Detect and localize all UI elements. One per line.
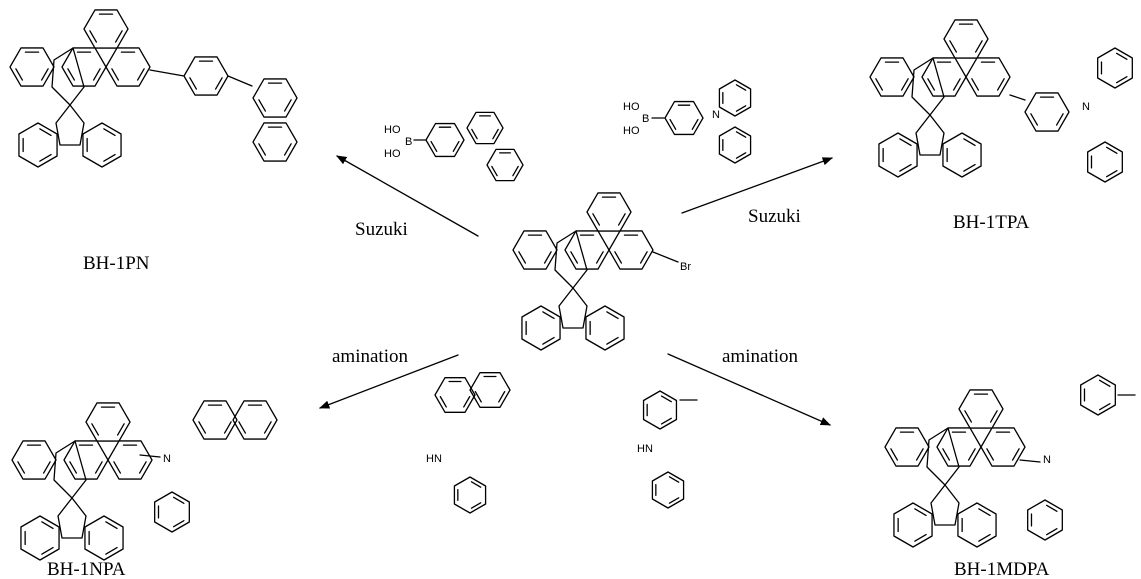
bh1mdpa-ring-center xyxy=(936,427,982,467)
boronic-ring-1 xyxy=(425,122,465,158)
amine-naph-a xyxy=(434,377,476,413)
amine-phenyl xyxy=(453,476,487,514)
atom-label-n-tpa: N xyxy=(1082,101,1090,113)
core-center-five-ring-bottom xyxy=(558,287,588,329)
bh1mdpa-ring-right xyxy=(980,427,1026,467)
boronic-ring-3 xyxy=(486,148,524,182)
amine-naph-b xyxy=(469,372,511,408)
bh1pn-bond-phenyl-naph xyxy=(227,75,253,87)
arrow-to-bh-1mdpa xyxy=(667,353,831,426)
reaction-label-suzuki-left: Suzuki xyxy=(355,219,408,240)
amine-phenyl-2 xyxy=(651,471,685,509)
bh1mdpa-five-ring-bottom xyxy=(930,484,960,526)
bh1pn-ring-bottom-right xyxy=(82,122,122,168)
arrow-to-bh-1tpa xyxy=(681,157,833,214)
reaction-label-suzuki-right: Suzuki xyxy=(748,206,801,227)
bh1tpa-ring-phenyl xyxy=(1024,92,1070,132)
core-center-ring-bottom-left xyxy=(521,305,561,351)
bh1mdpa-ring-tolyl xyxy=(1080,374,1116,416)
bh1npa-ring-left xyxy=(11,440,57,480)
bh1mdpa-ring-bottom-right xyxy=(957,502,997,548)
amine-tolyl xyxy=(642,390,678,430)
bh1tpa-ring-center xyxy=(921,57,967,97)
bh1pn-ring-bottom-left xyxy=(18,122,58,168)
core-center-ring-left xyxy=(512,230,558,270)
bh1tpa-ring-n-bottom xyxy=(1087,141,1123,183)
reaction-label-amination-right: amination xyxy=(722,346,798,367)
arrow-to-bh-1pn xyxy=(336,155,479,237)
core-center-ring-right xyxy=(608,230,654,270)
core-center-ring-center xyxy=(564,230,610,270)
bh1npa-ring-phenyl xyxy=(154,491,190,533)
bh1pn-ring-naph-a xyxy=(252,78,298,118)
boronic2-ring-3 xyxy=(718,126,752,164)
bh1tpa-five-ring-bottom xyxy=(915,114,945,156)
bh1tpa-ring-n-top xyxy=(1097,47,1133,89)
bh1pn-five-ring-bottom xyxy=(55,104,85,146)
core-center-ring-bottom-right xyxy=(585,305,625,351)
atom-label-hn-tolyl: HN xyxy=(637,443,653,455)
compound-name-bh-1mdpa: BH-1MDPA xyxy=(954,559,1050,579)
bh1tpa-ring-bottom-right xyxy=(942,132,982,178)
bh1mdpa-ring-left xyxy=(884,427,930,467)
bh1tpa-ring-left xyxy=(869,57,915,97)
boronic-ring-2 xyxy=(466,111,504,145)
bh1pn-ring-benzo-top xyxy=(83,9,129,49)
boronic2-ring-2 xyxy=(718,79,752,117)
compound-name-bh-1pn: BH-1PN xyxy=(83,253,150,274)
bh1npa-ring-center xyxy=(63,440,109,480)
bh1npa-ring-bottom-left xyxy=(20,515,60,561)
bh1pn-bond-core-phenyl xyxy=(149,69,185,77)
atom-label-hn-naphthyl: HN xyxy=(426,453,442,465)
bh1pn-ring-phenyl xyxy=(183,56,229,96)
bh1pn-ring-left xyxy=(9,47,55,87)
bh1tpa-bond-core-phenyl xyxy=(1009,94,1026,101)
bh1tpa-five-ring-top xyxy=(911,57,945,116)
atom-label-b: B xyxy=(405,136,412,148)
compound-name-bh-1tpa: BH-1TPA xyxy=(953,212,1030,233)
reaction-label-amination-left: amination xyxy=(332,346,408,367)
bh1tpa-ring-bottom-left xyxy=(878,132,918,178)
bh1mdpa-ring-bottom-left xyxy=(893,502,933,548)
bh1npa-ring-naph-a xyxy=(192,400,238,440)
bh1npa-ring-benzo-top xyxy=(85,402,131,442)
bh1tpa-ring-right xyxy=(965,57,1011,97)
bh1npa-ring-right xyxy=(107,440,153,480)
bh1pn-ring-naph-b xyxy=(252,122,298,162)
bh1tpa-ring-benzo-top xyxy=(943,19,989,59)
bh1npa-bond-n xyxy=(139,454,161,458)
bh1pn-five-ring-top xyxy=(51,47,85,106)
bh1mdpa-ring-benzo-top xyxy=(958,389,1004,429)
atom-label-n-npa: N xyxy=(163,453,171,465)
atom-label-n-boronic: N xyxy=(712,109,720,121)
boronic2-ring-1 xyxy=(664,100,704,136)
atom-label-ho-top: HO xyxy=(384,124,401,136)
compound-name-bh-1npa: BH-1NPA xyxy=(47,559,126,579)
core-center-ring-benzo-top xyxy=(586,192,632,232)
bond-c-br xyxy=(652,251,679,263)
atom-label-ho-bottom: HO xyxy=(384,148,401,160)
bh1npa-ring-naph-b xyxy=(232,400,278,440)
bh1pn-ring-right xyxy=(105,47,151,87)
bh1npa-five-ring-bottom xyxy=(57,497,87,539)
bh1npa-five-ring-top xyxy=(53,440,87,499)
atom-label-b-2: B xyxy=(642,113,649,125)
bh1npa-ring-bottom-right xyxy=(84,515,124,561)
atom-label-ho-bottom-2: HO xyxy=(623,125,640,137)
atom-label-br: Br xyxy=(680,261,691,273)
bh1mdpa-bond-n xyxy=(1019,459,1041,463)
arrow-to-bh-1npa xyxy=(319,354,459,409)
bh1pn-ring-center xyxy=(61,47,107,87)
atom-label-ho-top-2: HO xyxy=(623,101,640,113)
atom-label-n-mdpa: N xyxy=(1043,454,1051,466)
bh1mdpa-five-ring-top xyxy=(926,427,960,486)
core-center-five-ring-top xyxy=(554,230,588,289)
bh1mdpa-ring-phenyl xyxy=(1027,499,1063,541)
